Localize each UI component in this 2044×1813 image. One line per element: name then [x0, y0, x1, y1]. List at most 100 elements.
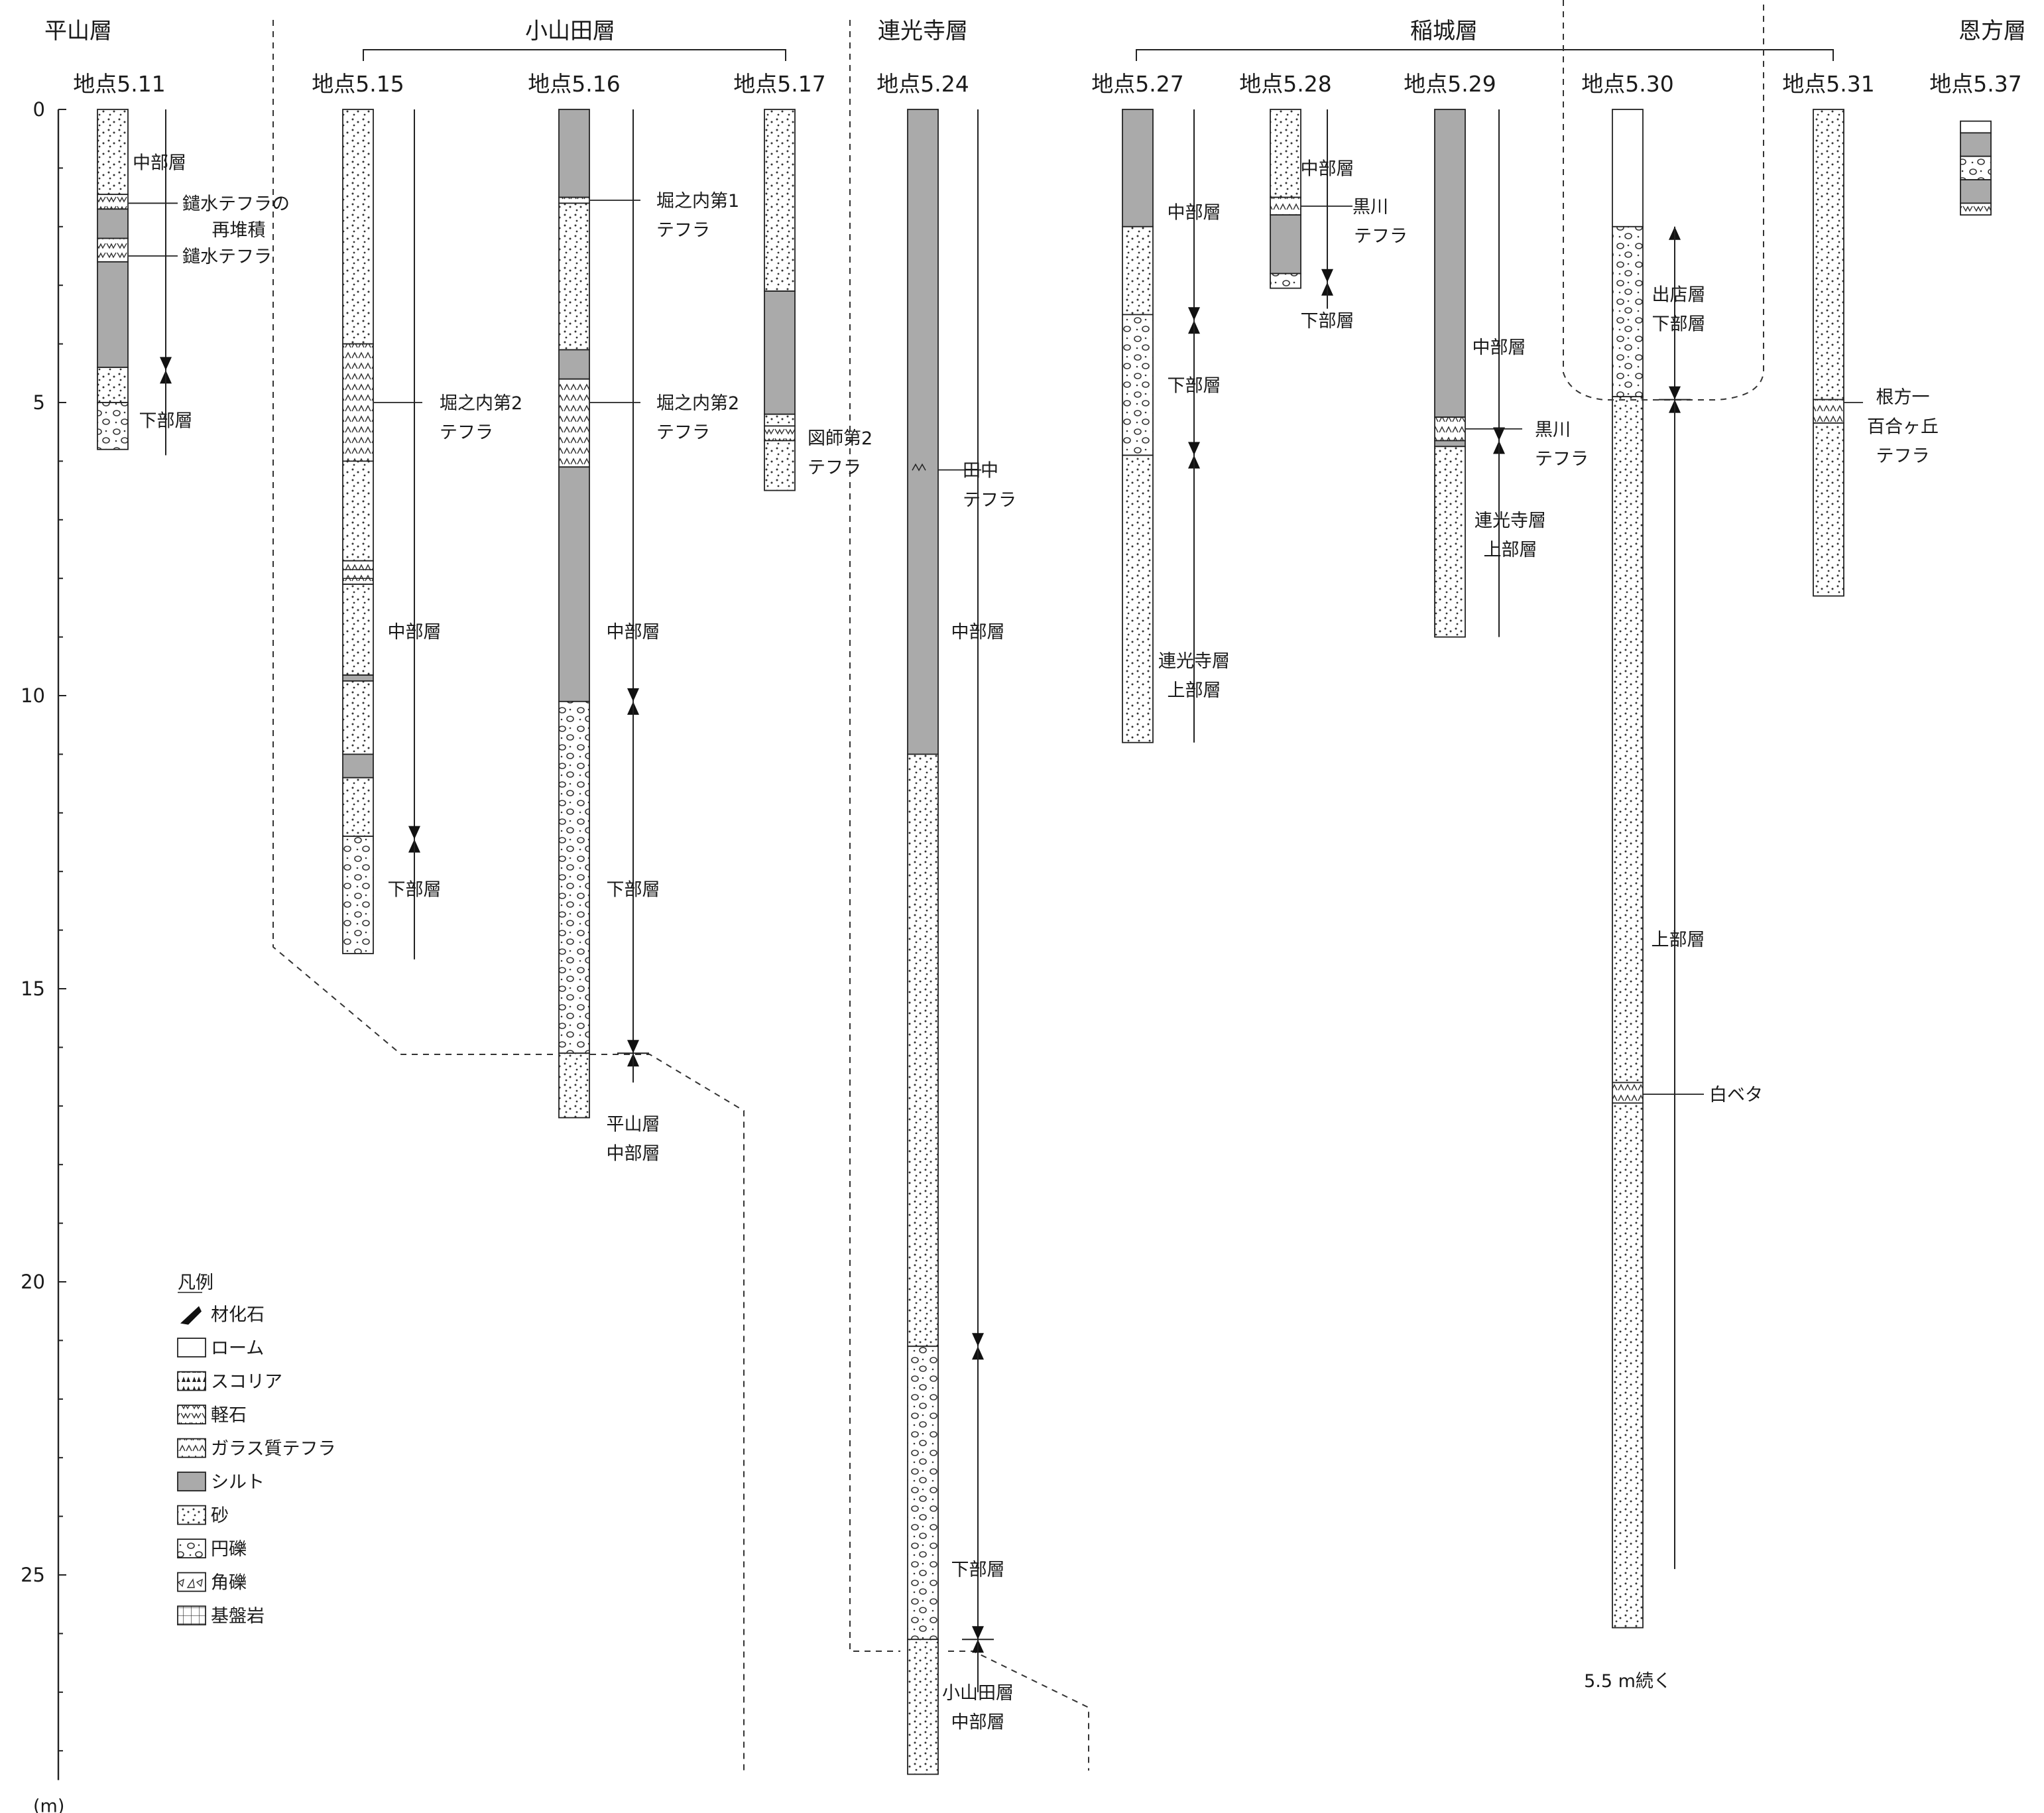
axis-tick-label: 10: [21, 684, 45, 707]
column: [1813, 109, 1844, 597]
dashed-boundary: [948, 1651, 1089, 1771]
legend-title: 凡例: [178, 1273, 213, 1293]
annotation-label: 堀之内第2: [440, 393, 522, 414]
column: [764, 109, 796, 491]
layer-round-gravel: [907, 1345, 939, 1641]
legend-label: スコリア: [211, 1372, 282, 1393]
annotation-label: テフラ: [1535, 449, 1589, 469]
legend-swatch-round-gravel: [177, 1538, 206, 1559]
annotation-label: テフラ: [963, 490, 1016, 511]
layer-silt: [1434, 109, 1466, 418]
layer-sand: [1122, 454, 1154, 743]
layer-silt: [558, 466, 590, 702]
legend-swatch-angular-gravel: [177, 1572, 206, 1592]
annotation-label: 下部層: [1168, 375, 1221, 396]
dashed-boundary: [849, 20, 900, 1652]
layer-glass-tephra: [1612, 1082, 1644, 1104]
annotation-label: 黒川: [1535, 420, 1571, 440]
legend-label: 砂: [211, 1506, 229, 1527]
annotation-label: テフラ: [656, 422, 710, 443]
annotation-label: 5.5 m続く: [1584, 1671, 1671, 1692]
boundary-arrow-down: [1188, 442, 1200, 456]
legend-label: 角礫: [211, 1573, 247, 1594]
layer-glass-tephra: [1270, 196, 1301, 216]
legend-swatch-glass-tephra: [177, 1438, 206, 1458]
site-label: 地点5.27: [1091, 71, 1183, 97]
layer-sand: [97, 109, 129, 196]
boundary-arrow-down: [1493, 427, 1505, 441]
layer-sand: [1612, 1102, 1644, 1629]
column: [1270, 109, 1301, 289]
legend-swatch-pumice: [177, 1405, 206, 1425]
site-label: 地点5.28: [1239, 71, 1331, 97]
unit-brackets: [160, 109, 1691, 1692]
layer-silt: [1270, 214, 1301, 275]
annotation-label: テフラ: [656, 220, 710, 241]
layer-silt: [342, 753, 374, 779]
annotation-label: 中部層: [951, 622, 1005, 643]
dashed-boundary: [1563, 0, 1764, 401]
dashed-boundary: [590, 1054, 745, 1771]
layer-sand: [342, 109, 374, 345]
formation-title: 連光寺層: [878, 18, 968, 44]
annotation-label: 平山層: [607, 1114, 660, 1135]
annotation-label: 出店層: [1652, 284, 1706, 305]
legend-swatch-scoria: [177, 1371, 206, 1391]
layer-sand: [1434, 446, 1466, 638]
boundary-arrow-down: [1188, 307, 1200, 321]
annotation-label: 中部層: [1168, 203, 1221, 223]
boundary-arrow-down: [1321, 269, 1333, 282]
layer-glass-tephra: [342, 343, 374, 462]
legend-swatch-bedrock: [177, 1605, 206, 1626]
boundary-arrow-down: [972, 1626, 984, 1640]
layer-round-gravel: [1270, 273, 1301, 289]
annotation-label: 再堆積: [212, 220, 266, 241]
column: [907, 109, 939, 1775]
layer-sand: [764, 109, 796, 292]
site-label: 地点5.31: [1782, 71, 1874, 97]
column: [342, 109, 374, 954]
layer-sand: [342, 460, 374, 562]
layer-silt: [1434, 440, 1466, 448]
annotation-label: 下部層: [951, 1560, 1005, 1580]
site-label: 地点5.24: [876, 71, 969, 97]
layer-round-gravel: [342, 836, 374, 954]
site-label: 地点5.17: [733, 71, 825, 97]
annotation-label: 上部層: [1168, 680, 1221, 701]
layer-pumice: [1960, 202, 1992, 216]
columns: [97, 109, 1992, 1775]
legend-swatch-loam: [177, 1338, 206, 1358]
annotation-label: 下部層: [607, 880, 660, 901]
layer-glass-tephra: [558, 196, 590, 204]
layer-sand: [1612, 396, 1644, 1084]
site-label: 地点5.16: [528, 71, 620, 97]
site-label: 地点5.30: [1581, 71, 1673, 97]
dashed-boundary: [272, 20, 557, 1055]
annotation-label: 中部層: [1301, 158, 1354, 179]
layer-round-gravel: [558, 700, 590, 1054]
axis-tick-label: 25: [21, 1564, 45, 1586]
layer-round-gravel: [1612, 225, 1644, 398]
legend-label: ガラス質テフラ: [211, 1439, 335, 1460]
annotation-label: 中部層: [388, 622, 442, 643]
layer-sand: [342, 584, 374, 676]
annotation-label: 黒川: [1353, 197, 1388, 218]
annotation-label: 百合ヶ丘: [1867, 416, 1939, 437]
layer-sand: [342, 680, 374, 755]
layer-loam: [1960, 120, 1992, 134]
legend-label: ローム: [211, 1338, 264, 1359]
annotation-label: テフラ: [808, 458, 861, 478]
annotation-label: 下部層: [139, 411, 193, 432]
annotation-label: 下部層: [1652, 314, 1706, 335]
layer-sand: [1122, 225, 1154, 316]
legend-swatch-sand: [177, 1505, 206, 1525]
layer-silt: [764, 290, 796, 415]
axis-unit-label: (m): [33, 1796, 64, 1813]
formation-bracket: [1136, 49, 1834, 61]
layer-round-gravel: [1960, 155, 1992, 180]
legend-label: 基盤岩: [211, 1606, 265, 1627]
annotation-label: 中部層: [1473, 338, 1526, 358]
axis-tick-label: 20: [21, 1271, 45, 1293]
